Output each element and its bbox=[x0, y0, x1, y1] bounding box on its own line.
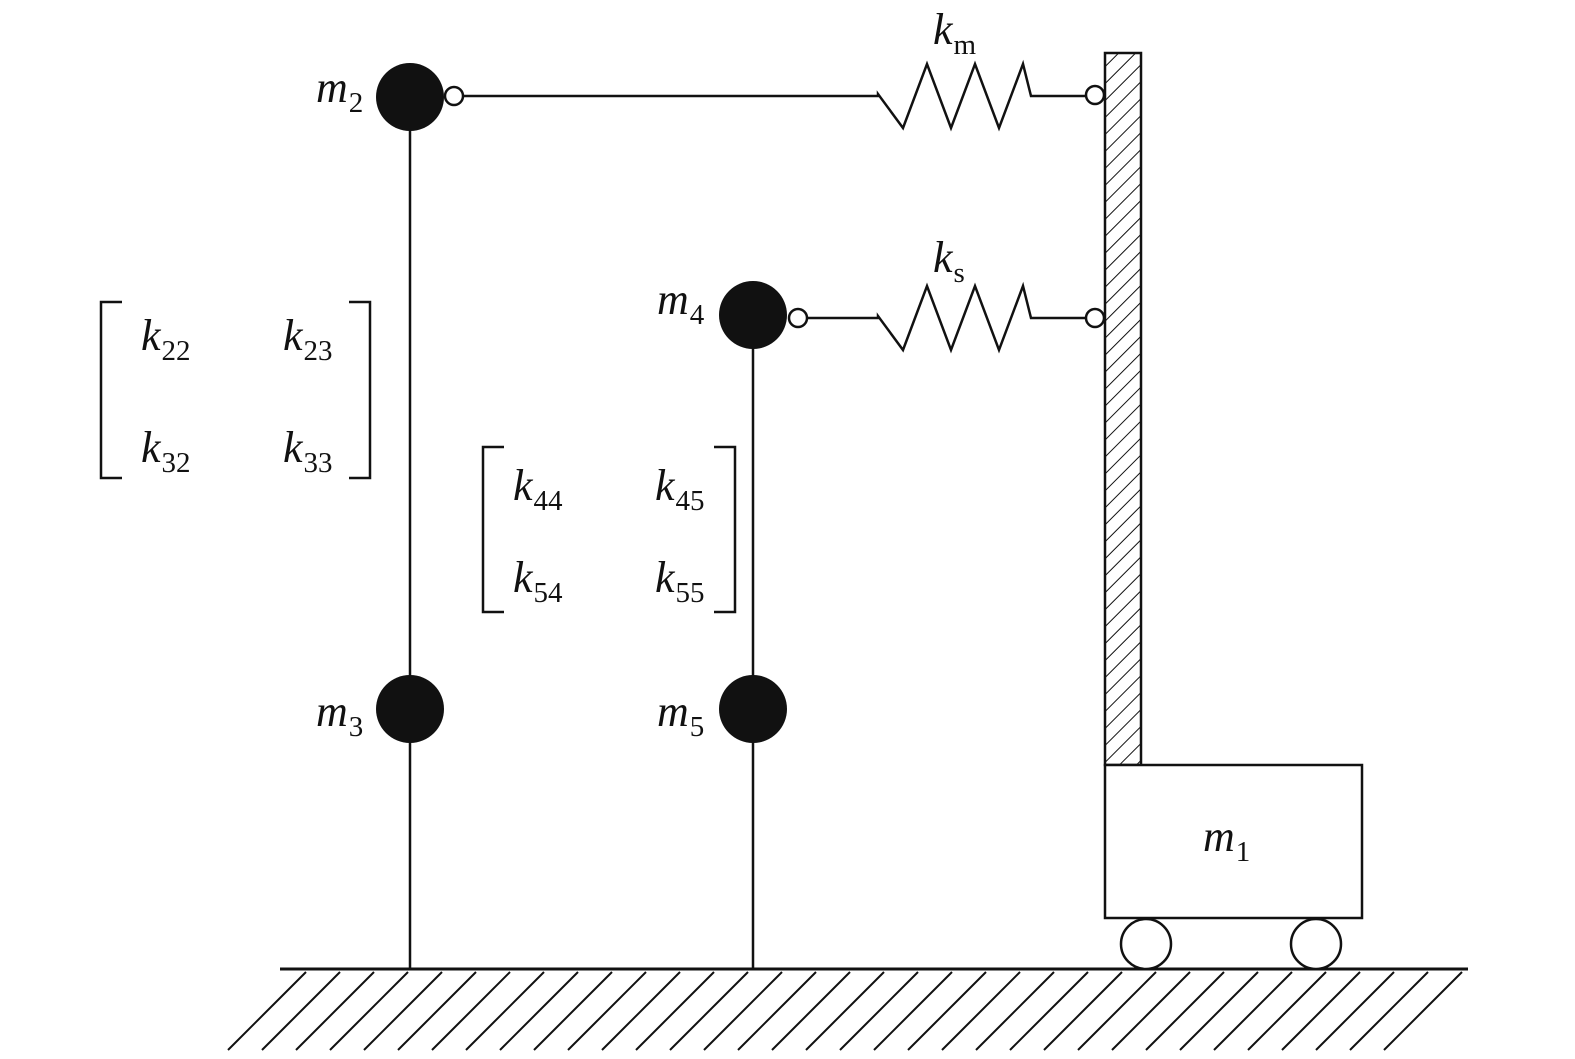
ground-hatch-stroke bbox=[261, 971, 341, 1051]
ground-hatch-stroke bbox=[567, 971, 647, 1051]
ground-hatch-stroke bbox=[669, 971, 749, 1051]
ground-hatch-stroke bbox=[635, 971, 715, 1051]
ground-hatch-stroke bbox=[1349, 971, 1429, 1051]
ground-hatch-stroke bbox=[975, 971, 1055, 1051]
spring-ks bbox=[787, 281, 1106, 354]
ground-hatch-stroke bbox=[363, 971, 443, 1051]
ground-hatch-stroke bbox=[771, 971, 851, 1051]
ground-hatching bbox=[227, 971, 1463, 1051]
ground-hatch-stroke bbox=[1179, 971, 1259, 1051]
ground-hatch-stroke bbox=[295, 971, 375, 1051]
label-km: km bbox=[933, 5, 977, 61]
ground-hatch-stroke bbox=[1043, 971, 1123, 1051]
ground-hatch-stroke bbox=[839, 971, 919, 1051]
label-k33: k33 bbox=[283, 423, 333, 479]
matrix-b-left-bracket bbox=[481, 445, 504, 614]
ground-hatch-stroke bbox=[601, 971, 681, 1051]
label-k54: k54 bbox=[513, 553, 563, 609]
ground-hatch-stroke bbox=[227, 971, 307, 1051]
label-m1: m1 bbox=[1203, 812, 1251, 868]
label-m4: m4 bbox=[657, 275, 705, 331]
pin-wall-bottom bbox=[1084, 307, 1106, 329]
wall bbox=[1103, 51, 1143, 767]
ground-hatch-stroke bbox=[465, 971, 545, 1051]
ground-hatch-stroke bbox=[329, 971, 409, 1051]
ground-hatch-stroke bbox=[1281, 971, 1361, 1051]
ground-hatch-stroke bbox=[1111, 971, 1191, 1051]
ground-hatch-stroke bbox=[1077, 971, 1157, 1051]
ground-hatch-stroke bbox=[703, 971, 783, 1051]
label-m3: m3 bbox=[316, 687, 364, 743]
mass-m4 bbox=[719, 281, 787, 349]
label-k55: k55 bbox=[655, 553, 705, 609]
ground-hatch-stroke bbox=[1315, 971, 1395, 1051]
ground-hatch-stroke bbox=[941, 971, 1021, 1051]
mass-m2 bbox=[376, 63, 444, 131]
ground-hatch-stroke bbox=[1247, 971, 1327, 1051]
ground-hatch-stroke bbox=[1145, 971, 1225, 1051]
matrix-b-right-bracket bbox=[714, 445, 737, 614]
ground-hatch-stroke bbox=[1383, 971, 1463, 1051]
label-ks: ks bbox=[933, 233, 965, 289]
matrix-b-brackets bbox=[481, 445, 737, 614]
matrix-a-right-bracket bbox=[349, 300, 372, 480]
ground-hatch-stroke bbox=[805, 971, 885, 1051]
label-k23: k23 bbox=[283, 311, 333, 367]
mass-m3 bbox=[376, 675, 444, 743]
label-m5: m5 bbox=[657, 687, 705, 743]
pin-wall-top bbox=[1084, 84, 1106, 106]
label-k44: k44 bbox=[513, 461, 563, 517]
label-k22: k22 bbox=[141, 311, 191, 367]
ground-hatch-stroke bbox=[397, 971, 477, 1051]
ground-hatch-stroke bbox=[533, 971, 613, 1051]
ground-hatch-stroke bbox=[907, 971, 987, 1051]
ground bbox=[227, 967, 1468, 1051]
label-m2: m2 bbox=[316, 63, 364, 119]
matrix-a-left-bracket bbox=[99, 300, 122, 480]
label-k32: k32 bbox=[141, 423, 191, 479]
ground-hatch-stroke bbox=[873, 971, 953, 1051]
spring-km bbox=[443, 59, 1106, 132]
pin-m2 bbox=[443, 85, 465, 107]
pin-m4 bbox=[787, 307, 809, 329]
ground-hatch-stroke bbox=[499, 971, 579, 1051]
ground-hatch-stroke bbox=[1213, 971, 1293, 1051]
ground-hatch-stroke bbox=[737, 971, 817, 1051]
cart-wheel-left bbox=[1119, 917, 1173, 971]
cart-m1 bbox=[1103, 763, 1364, 971]
ground-hatch-stroke bbox=[1009, 971, 1089, 1051]
matrix-a-brackets bbox=[99, 300, 372, 480]
label-k45: k45 bbox=[655, 461, 705, 517]
mass-m5 bbox=[719, 675, 787, 743]
ground-hatch-stroke bbox=[431, 971, 511, 1051]
cart-wheel-right bbox=[1289, 917, 1343, 971]
